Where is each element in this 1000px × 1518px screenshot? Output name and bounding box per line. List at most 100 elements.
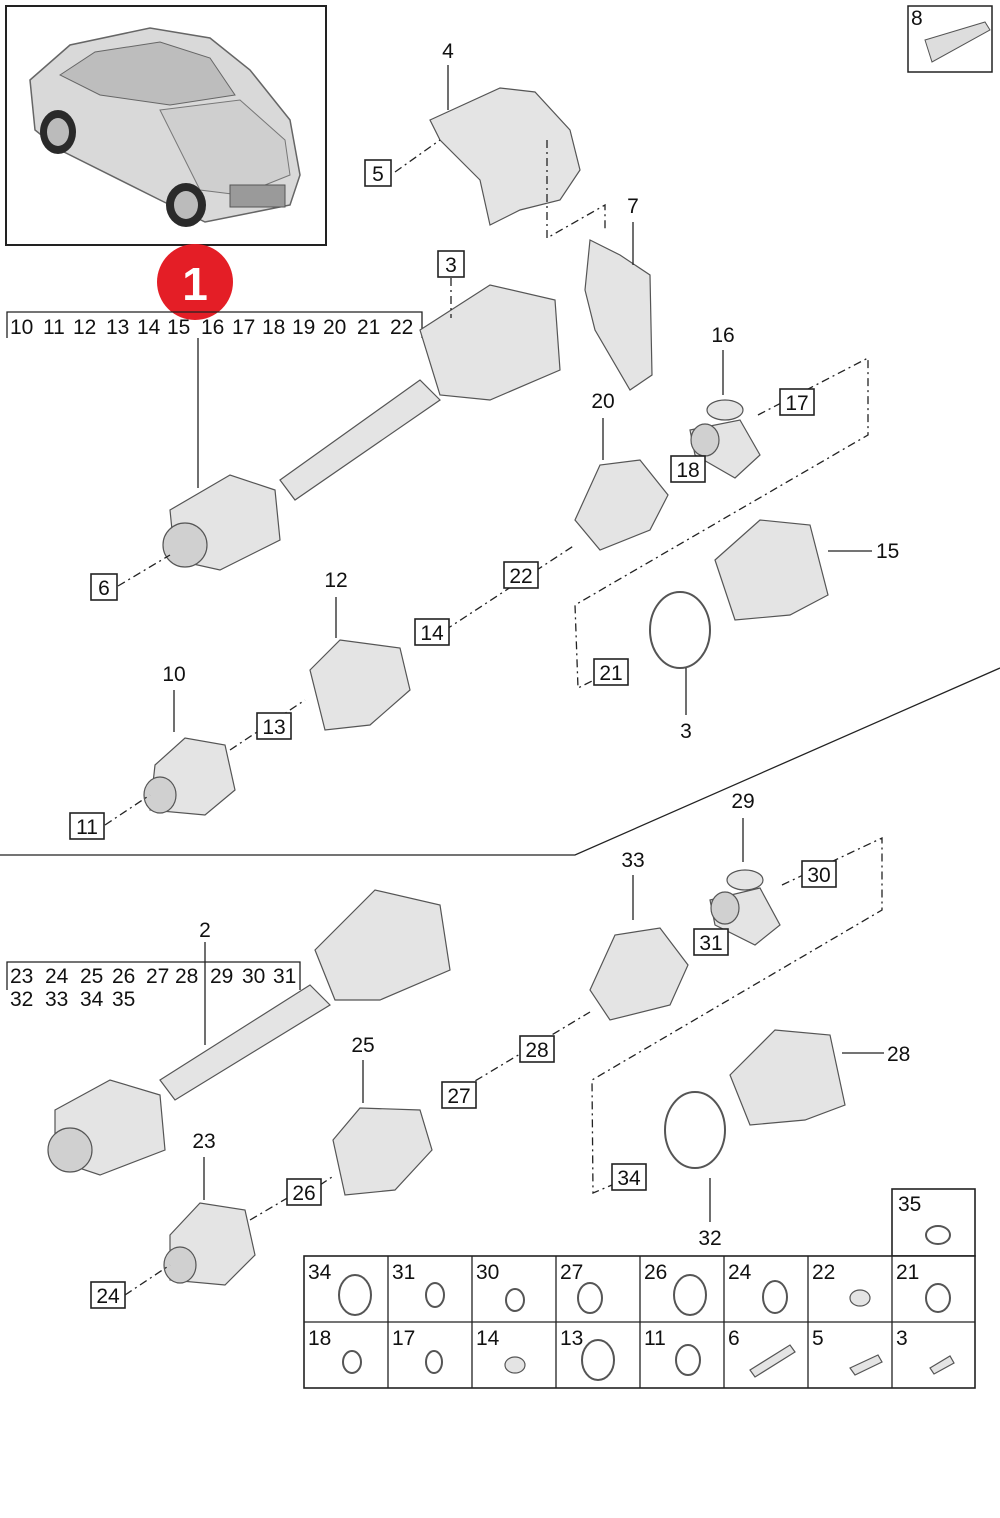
table-cell-number: 26 — [644, 1261, 667, 1284]
callout-10: 10 — [162, 663, 185, 686]
group1-bracket — [6, 311, 423, 338]
item-marker-badge-label: 1 — [182, 258, 208, 310]
callout-7: 7 — [627, 195, 639, 218]
shield-bracket-part — [584, 239, 653, 391]
callout-box-27: 27 — [447, 1085, 470, 1108]
boot-20-part — [574, 459, 669, 551]
drive-shaft-upper — [162, 284, 561, 571]
boot-12-part — [309, 639, 411, 731]
boxed-callouts: 5 3 17 18 6 22 14 21 13 11 30 31 28 27 2… — [69, 159, 837, 1309]
table-cell-number: 22 — [812, 1261, 835, 1284]
group1-number: 22 — [390, 316, 413, 339]
boot-25-part — [332, 1107, 433, 1196]
callout-box-17: 17 — [785, 392, 808, 415]
table-cell-number: 17 — [392, 1327, 415, 1350]
table-cell-top: 35 — [898, 1193, 921, 1216]
callout-box-31: 31 — [699, 932, 722, 955]
group2-number: 27 — [146, 965, 169, 988]
callout-box-14: 14 — [420, 622, 444, 645]
table-cell-number: 24 — [728, 1261, 752, 1284]
group1-number: 21 — [357, 316, 380, 339]
group1-number: 15 — [167, 316, 190, 339]
group2-number: 30 — [242, 965, 265, 988]
table-cell-number: 11 — [644, 1327, 666, 1350]
section-divider — [0, 667, 1000, 856]
callout-29: 29 — [731, 790, 754, 813]
group2-number: 34 — [80, 988, 104, 1011]
callout-16: 16 — [711, 324, 734, 347]
group2-number: 31 — [273, 965, 296, 988]
callout-box-22: 22 — [509, 565, 532, 588]
callout-box-30: 30 — [807, 864, 830, 887]
item-marker-badge[interactable] — [157, 244, 233, 320]
group1-number: 12 — [73, 316, 96, 339]
callout-box-26: 26 — [292, 1182, 315, 1205]
group1-number: 19 — [292, 316, 315, 339]
table-cell-number: 30 — [476, 1261, 499, 1284]
group1-number: 13 — [106, 316, 129, 339]
boot-33-part — [589, 927, 689, 1021]
group1-number: 11 — [43, 316, 65, 339]
callout-4: 4 — [442, 40, 454, 63]
callout-23: 23 — [192, 1130, 215, 1153]
group2-number: 25 — [80, 965, 103, 988]
callout-box-18: 18 — [676, 459, 699, 482]
group2-bracket — [6, 961, 301, 990]
drive-shaft-lower — [47, 889, 451, 1176]
group1-number: 20 — [323, 316, 346, 339]
callout-2: 2 — [199, 919, 211, 942]
clamp-ring-21 — [649, 591, 711, 669]
callout-33: 33 — [621, 849, 644, 872]
callout-15: 15 — [876, 540, 899, 563]
callout-box-8: 8 — [911, 7, 923, 30]
callout-12: 12 — [324, 569, 347, 592]
group1-number-list: 10 11 12 13 14 15 16 17 18 19 20 21 22 — [10, 316, 413, 339]
tripod-spider-part — [689, 399, 761, 479]
group1-number: 16 — [201, 316, 224, 339]
callout-28: 28 — [887, 1043, 910, 1066]
group2-number: 23 — [10, 965, 33, 988]
vehicle-image — [29, 27, 301, 227]
group2-number: 33 — [45, 988, 68, 1011]
table-cell-number: 6 — [728, 1327, 740, 1350]
joint-housing-lower — [729, 1029, 846, 1126]
group2-number: 28 — [175, 965, 198, 988]
callout-3: 3 — [680, 720, 692, 743]
group1-number: 14 — [137, 316, 161, 339]
small-parts-table — [303, 1188, 976, 1389]
callout-box-6: 6 — [98, 577, 110, 600]
group2-number: 32 — [10, 988, 33, 1011]
group2-number: 35 — [112, 988, 135, 1011]
table-cell-number: 21 — [896, 1261, 919, 1284]
table-cell-number: 3 — [896, 1327, 908, 1350]
group1-number: 17 — [232, 316, 255, 339]
group2-number: 24 — [45, 965, 69, 988]
group1-number: 10 — [10, 316, 33, 339]
table-cell-number: 13 — [560, 1327, 583, 1350]
table-cell-number: 18 — [308, 1327, 331, 1350]
joint-housing-upper — [714, 519, 829, 621]
callout-32: 32 — [698, 1227, 721, 1250]
table-cell-number: 5 — [812, 1327, 824, 1350]
callout-box-3: 3 — [445, 254, 457, 277]
callout-box-11: 11 — [76, 816, 98, 839]
callout-box-28: 28 — [525, 1039, 548, 1062]
clamp-ring-34 — [664, 1091, 726, 1169]
callout-box-21: 21 — [599, 662, 622, 685]
callout-box-5: 5 — [372, 163, 384, 186]
callout-20: 20 — [591, 390, 614, 413]
group2-number: 26 — [112, 965, 135, 988]
group2-number-list: 23 24 25 26 27 28 29 30 31 32 33 34 35 — [10, 965, 296, 1011]
group2-number: 29 — [210, 965, 233, 988]
heat-shield-part — [429, 87, 581, 226]
callout-box-13: 13 — [262, 716, 285, 739]
tube-icon — [924, 21, 991, 63]
callout-25: 25 — [351, 1034, 374, 1057]
table-cell-number: 27 — [560, 1261, 583, 1284]
group1-number: 18 — [262, 316, 285, 339]
table-cell-number: 31 — [392, 1261, 415, 1284]
callout-box-34: 34 — [617, 1167, 641, 1190]
